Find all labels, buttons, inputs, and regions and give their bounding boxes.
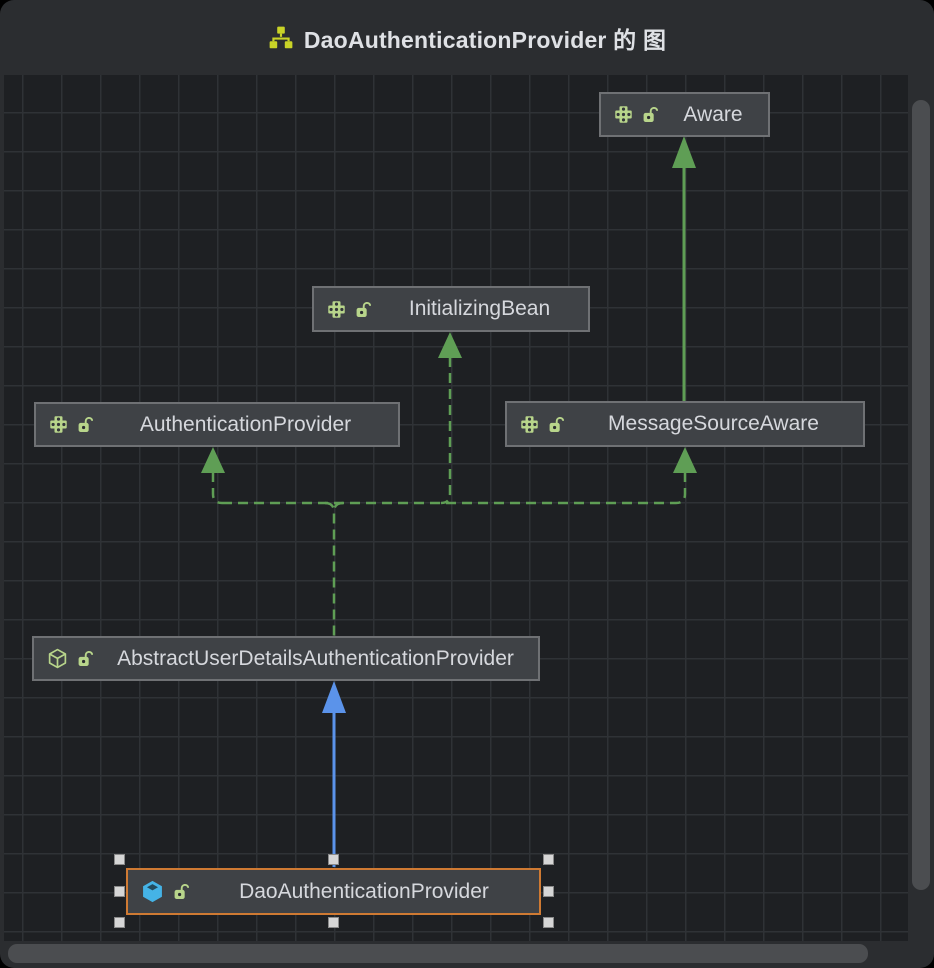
unlocked-lock-icon — [173, 883, 190, 900]
diagram-canvas[interactable]: Powered — [4, 75, 908, 941]
interface-icon — [49, 415, 68, 434]
selection-handle-bottom-left[interactable] — [114, 917, 125, 928]
selection-handle-bottom-center[interactable] — [328, 917, 339, 928]
unlocked-lock-icon — [77, 416, 94, 433]
edges-layer — [201, 136, 697, 867]
node-label: DaoAuthenticationProvider — [239, 879, 489, 903]
node-label: AuthenticationProvider — [139, 412, 352, 436]
interface-icon — [327, 300, 346, 319]
interface-icon — [614, 105, 633, 124]
edge-implements-bundle[interactable] — [211, 357, 687, 636]
unlocked-lock-icon — [77, 650, 94, 667]
titlebar: DaoAuthenticationProvider 的 图 — [0, 0, 934, 75]
edge-extends-msgsource-aware[interactable] — [672, 136, 696, 401]
selection-handle-bottom-right[interactable] — [543, 917, 554, 928]
node-authenticationprovider[interactable]: AuthenticationProvider — [34, 402, 400, 447]
class-icon — [141, 880, 164, 903]
node-messagesourceaware[interactable]: MessageSourceAware — [505, 401, 865, 447]
selection-handle-top-right[interactable] — [543, 854, 554, 865]
interface-icon — [520, 415, 539, 434]
edge-implements-arrowheads — [201, 332, 697, 473]
node-label: InitializingBean — [408, 297, 551, 320]
unlocked-lock-icon — [355, 301, 372, 318]
horizontal-scrollbar-thumb[interactable] — [8, 944, 868, 963]
node-daoauthenticationprovider[interactable]: DaoAuthenticationProvider — [126, 868, 541, 915]
node-abstractuserdetailsauthenticationprovider[interactable]: AbstractUserDetailsAuthenticationProvide… — [32, 636, 540, 681]
vertical-scrollbar-thumb[interactable] — [912, 100, 930, 890]
selection-handle-mid-right[interactable] — [543, 886, 554, 897]
selection-handle-top-left[interactable] — [114, 854, 125, 865]
selection-handle-top-center[interactable] — [328, 854, 339, 865]
node-label: Aware — [683, 102, 743, 126]
diagram-hierarchy-icon — [268, 25, 294, 51]
node-aware[interactable]: Aware — [599, 92, 770, 137]
diagram-title: DaoAuthenticationProvider 的 图 — [303, 26, 667, 53]
node-label: AbstractUserDetailsAuthenticationProvide… — [117, 646, 514, 670]
abstract-class-icon — [47, 648, 68, 669]
unlocked-lock-icon — [548, 416, 565, 433]
selection-handle-mid-left[interactable] — [114, 886, 125, 897]
unlocked-lock-icon — [642, 106, 659, 123]
node-initializingbean[interactable]: InitializingBean — [312, 286, 590, 332]
edge-extends-dao-abstract[interactable] — [322, 681, 346, 867]
node-label: MessageSourceAware — [608, 412, 819, 435]
